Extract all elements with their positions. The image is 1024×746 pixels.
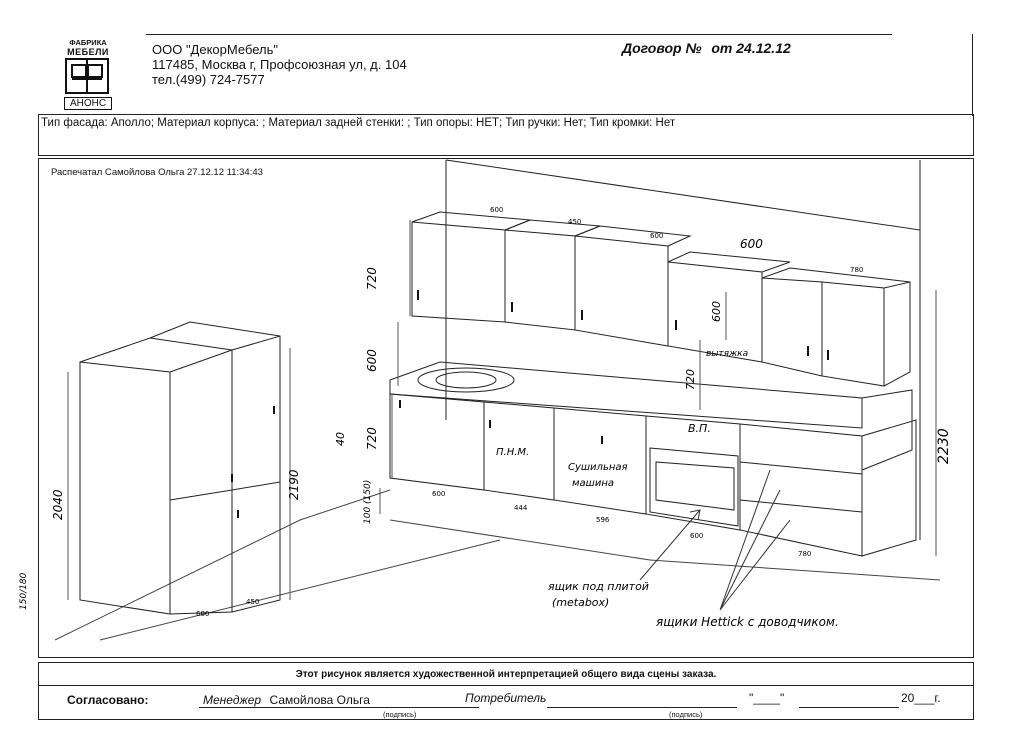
dim-left-5: 100 (150) — [363, 480, 373, 524]
upper-cabinet-5 — [761, 277, 823, 377]
dim-upper-1: 600 — [490, 206, 503, 214]
consumer-signature-label: (подпись) — [669, 710, 703, 719]
logo-mark — [65, 58, 109, 94]
date-quote: "____" — [749, 691, 785, 705]
label-hood: вытяжка — [706, 349, 748, 359]
label-metabox-1: ящик под плитой — [548, 580, 649, 593]
floor — [54, 489, 941, 641]
date-line — [799, 707, 899, 708]
base-cabinet-3 — [553, 407, 647, 515]
door-handles — [231, 290, 829, 518]
label-pnm: П.Н.М. — [496, 447, 529, 458]
manager-label: Менеджер — [203, 693, 262, 707]
height-hood: 600 — [710, 301, 723, 322]
dim-left-2: 600 — [365, 349, 379, 372]
label-metabox-2: (metabox) — [552, 596, 609, 609]
upper-cabinet-2 — [504, 219, 601, 331]
fridge-dim-base: 150/180 — [19, 572, 29, 610]
dim-upper-4: 600 — [740, 237, 763, 251]
company-name: ООО "ДекорМебель" — [152, 42, 279, 57]
fridge-dim-total: 2190 — [287, 469, 301, 500]
dim-lower-4: 600 — [690, 532, 703, 540]
manager-name: Самойлова Ольга — [269, 693, 370, 707]
dim-lower-2: 444 — [514, 504, 528, 512]
base-cabinet-1 — [389, 393, 485, 491]
footer-divider — [39, 685, 973, 686]
dim-left-3: 720 — [365, 427, 379, 450]
logo-line2: МЕБЕЛИ — [67, 47, 109, 57]
manager-sign-line — [199, 707, 479, 708]
facade-row: Тип фасада: Аполло; Материал корпуса: ; … — [38, 114, 974, 156]
facade-info: Тип фасада: Аполло; Материал корпуса: ; … — [41, 117, 676, 129]
dim-lower-1: 600 — [432, 490, 445, 498]
company-block: ООО "ДекорМебель" 117485, Москва г, Проф… — [152, 42, 407, 87]
height-mid: 720 — [684, 369, 697, 390]
logo: ФАБРИКА МЕБЕЛИ АНОНС — [58, 38, 118, 114]
countertop — [389, 361, 913, 471]
footer-note: Этот рисунок является художественной инт… — [295, 669, 717, 680]
fridge-dim-depth: 450 — [246, 598, 259, 606]
oven — [649, 447, 739, 527]
arrow-hettick — [719, 469, 791, 611]
logo-line3: АНОНС — [64, 97, 112, 110]
manager-block: Менеджер Самойлова Ольга — [203, 691, 370, 709]
dim-lower-3: 596 — [596, 516, 610, 524]
label-hettick: ящики Hettick с доводчиком. — [656, 615, 839, 629]
label-vp: В.П. — [688, 422, 711, 435]
tall-cabinet-split — [169, 481, 281, 501]
company-address: 117485, Москва г, Профсоюзная ул, д. 104 — [152, 57, 407, 72]
dim-upper-3: 600 — [650, 232, 663, 240]
sink — [417, 367, 515, 393]
upper-cabinet-6 — [761, 267, 911, 387]
company-phone: тел.(499) 724-7577 — [152, 72, 265, 87]
contract-date: от 24.12.12 — [711, 40, 791, 56]
side-panel — [861, 419, 917, 557]
dim-left-4: 40 — [334, 432, 347, 446]
dim-left-1: 720 — [365, 267, 379, 290]
arrow-metabox — [639, 509, 701, 581]
printed-by: Распечатал Самойлова Ольга 27.12.12 11:3… — [51, 167, 263, 178]
contract-title: Договор № от 24.12.12 — [622, 40, 791, 56]
header-top-rule-right — [972, 34, 973, 116]
contract-label: Договор № — [622, 40, 702, 56]
hood-cabinet — [667, 251, 791, 363]
dim-upper-2: 450 — [568, 218, 581, 226]
consumer-sign-line — [547, 707, 737, 708]
logo-line1: ФАБРИКА — [69, 38, 107, 47]
year-label: 20___г. — [901, 691, 941, 705]
dim-lower-5: 780 — [798, 550, 811, 558]
height-total: 2230 — [936, 428, 952, 464]
upper-cabinet-3 — [574, 225, 692, 347]
consumer-label: Потребитель — [465, 691, 547, 705]
drawer-unit — [739, 423, 863, 557]
drawing-frame: Распечатал Самойлова Ольга 27.12.12 11:3… — [38, 158, 974, 658]
header-top-rule — [146, 34, 892, 35]
fridge-dim-width: 600 — [196, 610, 209, 618]
label-washer-2: машина — [572, 478, 614, 489]
dim-upper-5: 780 — [850, 266, 863, 274]
agreed-label: Согласовано: — [67, 693, 149, 707]
manager-signature-label: (подпись) — [383, 710, 417, 719]
fridge-dim-height: 2040 — [51, 489, 65, 520]
tall-cabinet — [79, 321, 281, 615]
footer-frame: Этот рисунок является художественной инт… — [38, 662, 974, 720]
dim-lines — [67, 220, 937, 600]
back-wall — [445, 159, 921, 540]
label-washer-1: Сушильная — [568, 462, 628, 473]
